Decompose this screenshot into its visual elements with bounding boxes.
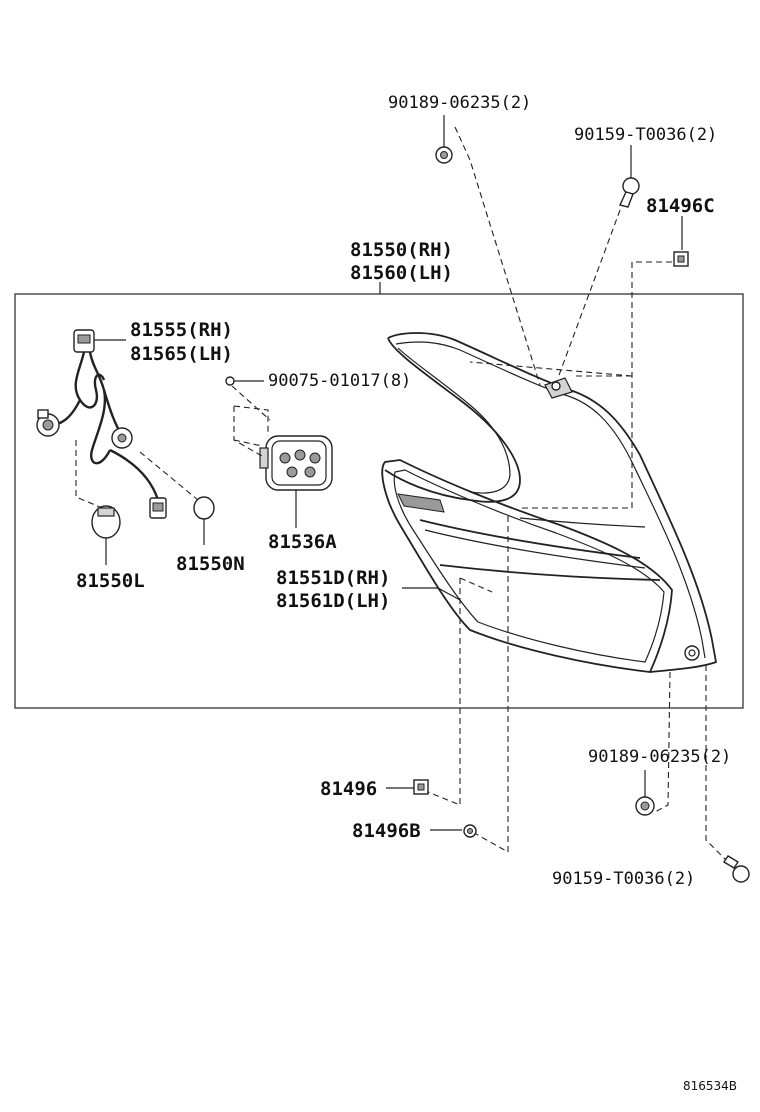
lens-callout-line [402,587,461,601]
bulb-81550n [193,496,215,520]
callout-nut-bottom-2: 81496B [352,820,421,842]
clip-top-leader [454,126,541,386]
callout-screw-small: 90075-01017(8) [268,371,411,391]
callout-screw-bottom: 90159-T0036(2) [552,869,695,889]
clip-bottom-leader [654,671,671,813]
callout-socket-plate: 81536A [268,531,337,553]
nut-bottom-2-leader [475,516,509,853]
screw-90075-leader [231,385,271,421]
clip-bottom [635,796,655,816]
callout-lens-lh: 81561D(LH) [276,590,390,612]
callout-socket-rh: 81555(RH) [130,319,233,341]
callout-socket-lh: 81565(LH) [130,343,233,365]
callout-bulb-l: 81550L [76,570,145,592]
tail-lamp-housing [381,332,718,673]
bulb-81550l [91,505,121,539]
assembly-frame [14,293,744,709]
callout-lens-rh: 81551D(RH) [276,567,390,589]
screw-top [619,177,640,208]
callout-clip-top: 90189-06235(2) [388,93,531,113]
socket-plate [259,435,333,491]
clip-top [435,146,453,164]
callout-screw-top: 90159-T0036(2) [574,125,717,145]
bulb-n-leader [139,451,199,501]
socket-plate-guide [233,406,263,457]
nut-bottom-2 [463,824,477,838]
callout-lamp-assy-rh: 81550(RH) [350,239,453,261]
nut-top-leader [520,261,672,509]
bulb-l-leader [75,440,101,508]
nut-bottom-1 [413,779,429,795]
nut-bottom-1-leader [427,578,461,806]
socket-wire-harness [36,329,167,519]
nut-top [673,251,689,267]
callout-lamp-assy-lh: 81560(LH) [350,262,453,284]
callout-clip-bottom: 90189-06235(2) [588,747,731,767]
screw-90075 [225,376,240,386]
screw-bottom [723,855,750,883]
callout-nut-top: 81496C [646,195,715,217]
callout-bulb-n: 81550N [176,553,245,575]
callout-nut-bottom-1: 81496 [320,778,377,800]
drawing-number: 816534B [683,1079,737,1093]
screw-bottom-leader [705,665,727,861]
